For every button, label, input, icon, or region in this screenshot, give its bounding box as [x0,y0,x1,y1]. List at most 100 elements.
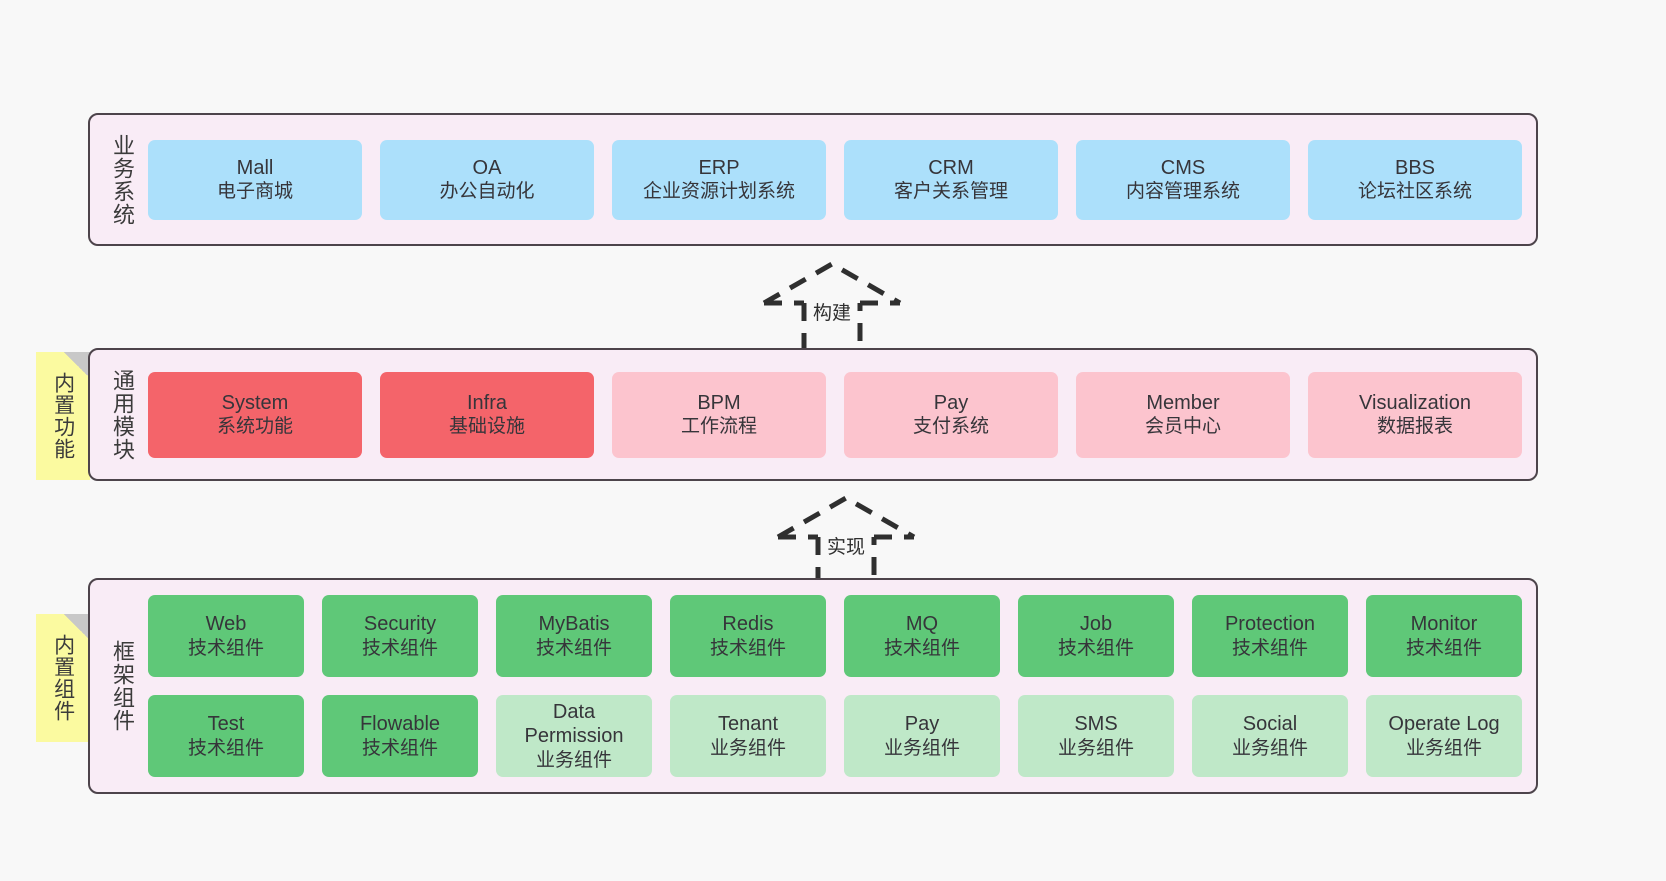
card-operate-log[interactable]: Operate Log 业务组件 [1366,695,1522,777]
card-subtitle: 业务组件 [1231,737,1308,759]
card-title: Test [207,713,245,736]
card-subtitle: 技术组件 [883,637,960,659]
card-title: Tenant [717,713,779,736]
card-title: CRM [928,156,974,179]
card-title: Infra [466,391,508,414]
card-title: ERP [698,156,740,179]
layer-title-business: 业务系统 [109,133,135,226]
layer-modules-cards: System 系统功能 Infra 基础设施 BPM 工作流程 Pay 支付系统… [142,350,1536,479]
card-flowable[interactable]: Flowable 技术组件 [322,695,478,777]
card-security[interactable]: Security 技术组件 [322,595,478,677]
note-label: 内置功能 [51,372,75,460]
card-subtitle: 技术组件 [361,737,438,759]
card-row: Test 技术组件 Flowable 技术组件 Data Permission … [148,695,1522,777]
card-title: Job [1079,613,1113,636]
card-subtitle: 技术组件 [187,637,264,659]
card-subtitle: 系统功能 [216,416,293,438]
note-label: 内置组件 [51,634,75,722]
card-title: Operate Log [1388,713,1500,736]
card-subtitle: 支付系统 [912,416,989,438]
note-fold-icon [64,352,90,378]
layer-title-framework: 框架组件 [109,640,135,732]
layer-framework-cards: Web 技术组件 Security 技术组件 MyBatis 技术组件 Redi… [142,580,1536,792]
card-title: OA [472,156,502,179]
card-title: BBS [1394,156,1436,179]
connector-implement: 实现 [766,492,926,592]
card-title: Visualization [1359,391,1471,414]
card-web[interactable]: Web 技术组件 [148,595,304,677]
card-title: Pay [933,391,969,414]
card-title: Mall [236,156,274,179]
card-title: MyBatis [538,613,610,636]
card-sms[interactable]: SMS 业务组件 [1018,695,1174,777]
card-cms[interactable]: CMS 内容管理系统 [1076,139,1290,220]
card-subtitle: 技术组件 [1405,637,1482,659]
card-subtitle: 数据报表 [1376,416,1453,438]
card-title: SMS [1074,713,1118,736]
card-subtitle: 会员中心 [1144,416,1221,438]
card-subtitle: 论坛社区系统 [1357,181,1472,203]
card-protection[interactable]: Protection 技术组件 [1192,595,1348,677]
card-monitor[interactable]: Monitor 技术组件 [1366,595,1522,677]
card-pay-component[interactable]: Pay 业务组件 [844,695,1000,777]
card-title: BPM [697,391,741,414]
card-bbs[interactable]: BBS 论坛社区系统 [1308,139,1522,220]
card-subtitle: 基础设施 [448,416,525,438]
card-subtitle: 技术组件 [1057,637,1134,659]
card-visualization[interactable]: Visualization 数据报表 [1308,371,1522,458]
card-subtitle: 业务组件 [535,749,612,771]
card-tenant[interactable]: Tenant 业务组件 [670,695,826,777]
card-title: Protection [1224,613,1316,636]
card-system[interactable]: System 系统功能 [148,371,362,458]
card-subtitle: 业务组件 [1405,737,1482,759]
card-subtitle: 业务组件 [883,737,960,759]
card-subtitle: 业务组件 [1057,737,1134,759]
card-title: MQ [905,613,939,636]
card-row: Web 技术组件 Security 技术组件 MyBatis 技术组件 Redi… [148,595,1522,677]
card-title: Monitor [1410,613,1478,636]
card-title: Redis [722,613,774,636]
card-erp[interactable]: ERP 企业资源计划系统 [612,139,826,220]
card-row: Mall 电子商城 OA 办公自动化 ERP 企业资源计划系统 CRM 客户关系… [148,139,1522,220]
card-member[interactable]: Member 会员中心 [1076,371,1290,458]
layer-business-cards: Mall 电子商城 OA 办公自动化 ERP 企业资源计划系统 CRM 客户关系… [142,115,1536,244]
card-title: Security [363,613,437,636]
note-builtin-components: 内置组件 [36,614,90,742]
card-title: Member [1146,391,1220,414]
card-title: Social [1242,713,1298,736]
card-subtitle: 客户关系管理 [893,181,1008,203]
card-data-permission[interactable]: Data Permission 业务组件 [496,695,652,777]
card-redis[interactable]: Redis 技术组件 [670,595,826,677]
card-subtitle: 技术组件 [1231,637,1308,659]
card-row: System 系统功能 Infra 基础设施 BPM 工作流程 Pay 支付系统… [148,371,1522,458]
card-mall[interactable]: Mall 电子商城 [148,139,362,220]
note-builtin-functions: 内置功能 [36,352,90,480]
card-oa[interactable]: OA 办公自动化 [380,139,594,220]
card-title: Flowable [359,713,441,736]
card-infra[interactable]: Infra 基础设施 [380,371,594,458]
layer-general-modules: 通用模块 System 系统功能 Infra 基础设施 BPM 工作流程 Pay… [88,348,1538,481]
card-title: CMS [1160,156,1206,179]
card-pay-module[interactable]: Pay 支付系统 [844,371,1058,458]
card-mybatis[interactable]: MyBatis 技术组件 [496,595,652,677]
card-crm[interactable]: CRM 客户关系管理 [844,139,1058,220]
card-job[interactable]: Job 技术组件 [1018,595,1174,677]
generalization-arrow-icon [762,261,902,357]
card-title: Web [205,613,247,636]
card-subtitle: 企业资源计划系统 [642,181,795,203]
card-subtitle: 技术组件 [535,637,612,659]
generalization-arrow-icon [776,495,916,591]
card-title: System [221,391,289,414]
card-subtitle: 工作流程 [680,416,757,438]
card-mq[interactable]: MQ 技术组件 [844,595,1000,677]
card-bpm[interactable]: BPM 工作流程 [612,371,826,458]
layer-framework-components: 框架组件 Web 技术组件 Security 技术组件 MyBatis 技术组件… [88,578,1538,794]
card-test[interactable]: Test 技术组件 [148,695,304,777]
card-subtitle: 办公自动化 [439,181,535,203]
card-social[interactable]: Social 业务组件 [1192,695,1348,777]
layer-business-systems: 业务系统 Mall 电子商城 OA 办公自动化 ERP 企业资源计划系统 CRM… [88,113,1538,246]
card-subtitle: 技术组件 [709,637,786,659]
connector-build: 构建 [752,258,912,358]
card-subtitle: 技术组件 [361,637,438,659]
